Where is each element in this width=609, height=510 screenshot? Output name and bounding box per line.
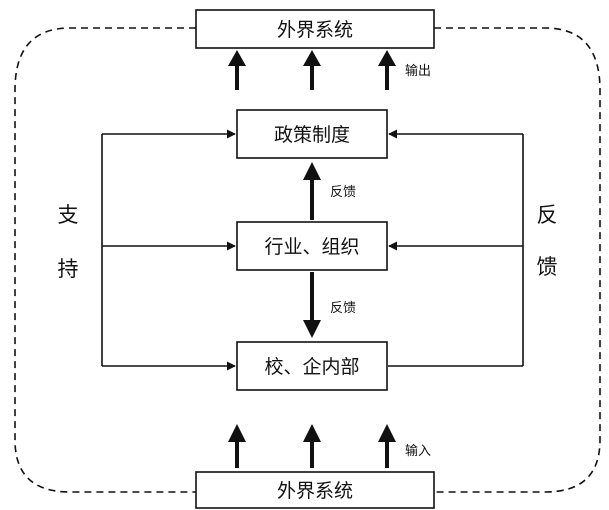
- industry-node: 行业、组织: [236, 221, 388, 271]
- school-node: 校、企内部: [236, 341, 388, 391]
- support-label-2: 持: [58, 257, 79, 281]
- external-system-bottom-label: 外界系统: [277, 480, 353, 502]
- policy-label: 政策制度: [274, 124, 350, 146]
- support-connector: [101, 129, 236, 371]
- external-system-bottom-node: 外界系统: [195, 471, 435, 509]
- feedback-connector: [388, 129, 524, 367]
- system-boundary: [14, 27, 601, 493]
- feedback-arrow-upper: [303, 162, 321, 220]
- input-label: 输入: [405, 443, 431, 459]
- external-system-top-node: 外界系统: [195, 9, 435, 49]
- feedback-label-upper: 反馈: [330, 185, 356, 200]
- feedback-arrow-lower: [303, 272, 321, 338]
- input-arrows: [228, 424, 396, 468]
- feedback-label-lower: 反馈: [330, 301, 356, 316]
- external-system-top-label: 外界系统: [277, 19, 353, 41]
- industry-label: 行业、组织: [264, 236, 359, 258]
- support-label-1: 支: [58, 203, 79, 227]
- output-arrows: [228, 50, 396, 90]
- output-label: 输出: [405, 63, 431, 79]
- feedback-side-label-2: 馈: [537, 255, 558, 279]
- school-label: 校、企内部: [264, 356, 359, 378]
- feedback-side-label-1: 反: [537, 203, 558, 227]
- policy-node: 政策制度: [236, 109, 388, 159]
